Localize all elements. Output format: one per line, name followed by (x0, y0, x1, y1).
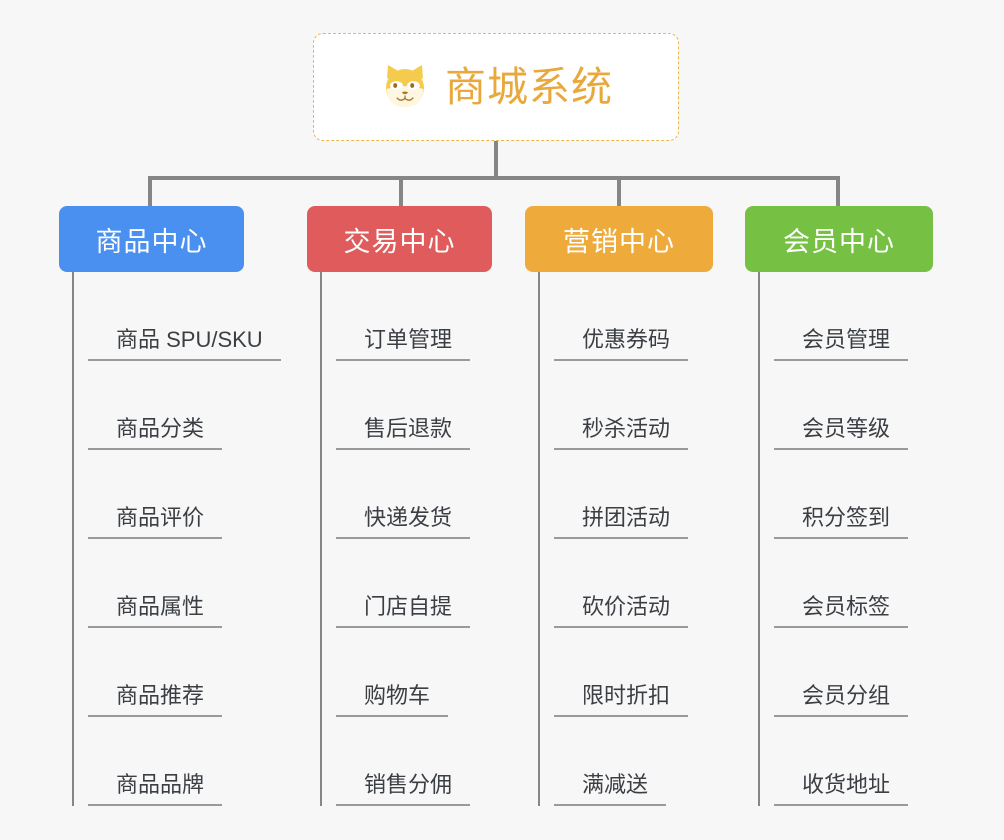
leaf-list-4: 会员管理 会员等级 积分签到 会员标签 会员分组 收货地址 (758, 272, 988, 806)
list-item[interactable]: 满减送 (554, 717, 768, 806)
connector-drop-3 (617, 176, 621, 207)
leaf-label: 优惠券码 (554, 327, 689, 361)
shiba-dog-icon (379, 61, 431, 113)
list-item[interactable]: 商品 SPU/SKU (88, 272, 302, 361)
branch-header-4[interactable]: 会员中心 (745, 206, 933, 272)
leaf-label: 砍价活动 (554, 594, 689, 628)
leaf-list-1: 商品 SPU/SKU 商品分类 商品评价 商品属性 商品推荐 商品品牌 (72, 272, 302, 806)
list-item[interactable]: 销售分佣 (336, 717, 550, 806)
connector-root-stem (494, 141, 498, 178)
list-item[interactable]: 商品评价 (88, 450, 302, 539)
list-item[interactable]: 商品推荐 (88, 628, 302, 717)
list-item[interactable]: 订单管理 (336, 272, 550, 361)
branch-column-3: 营销中心 优惠券码 秒杀活动 拼团活动 砍价活动 限时折扣 满减送 (525, 206, 768, 806)
leaf-label: 会员管理 (774, 327, 909, 361)
leaf-label: 会员等级 (774, 416, 909, 450)
leaf-label: 售后退款 (336, 416, 471, 450)
leaf-label: 商品分类 (88, 416, 223, 450)
leaf-label: 积分签到 (774, 505, 909, 539)
list-item[interactable]: 商品品牌 (88, 717, 302, 806)
leaf-label: 商品推荐 (88, 683, 223, 717)
list-item[interactable]: 优惠券码 (554, 272, 768, 361)
connector-drop-2 (399, 176, 403, 207)
list-item[interactable]: 会员分组 (774, 628, 988, 717)
leaf-list-3: 优惠券码 秒杀活动 拼团活动 砍价活动 限时折扣 满减送 (538, 272, 768, 806)
list-item[interactable]: 秒杀活动 (554, 361, 768, 450)
branch-column-2: 交易中心 订单管理 售后退款 快递发货 门店自提 购物车 销售分佣 (307, 206, 550, 806)
connector-drop-1 (148, 176, 152, 207)
list-item[interactable]: 会员标签 (774, 539, 988, 628)
list-item[interactable]: 商品属性 (88, 539, 302, 628)
list-item[interactable]: 会员等级 (774, 361, 988, 450)
list-item[interactable]: 砍价活动 (554, 539, 768, 628)
list-item[interactable]: 购物车 (336, 628, 550, 717)
leaf-label: 销售分佣 (336, 772, 471, 806)
leaf-label: 门店自提 (336, 594, 471, 628)
leaf-label: 会员分组 (774, 683, 909, 717)
list-item[interactable]: 限时折扣 (554, 628, 768, 717)
list-item[interactable]: 会员管理 (774, 272, 988, 361)
leaf-label: 拼团活动 (554, 505, 689, 539)
leaf-label: 商品品牌 (88, 772, 223, 806)
root-title: 商城系统 (445, 63, 613, 110)
leaf-label: 商品属性 (88, 594, 223, 628)
connector-horizontal-bar (148, 176, 838, 180)
leaf-label: 满减送 (554, 772, 667, 806)
leaf-label: 商品 SPU/SKU (88, 327, 281, 361)
leaf-label: 收货地址 (774, 772, 909, 806)
list-item[interactable]: 门店自提 (336, 539, 550, 628)
leaf-label: 会员标签 (774, 594, 909, 628)
branch-column-1: 商品中心 商品 SPU/SKU 商品分类 商品评价 商品属性 商品推荐 商品品牌 (59, 206, 302, 806)
branch-header-3[interactable]: 营销中心 (525, 206, 713, 272)
list-item[interactable]: 快递发货 (336, 450, 550, 539)
leaf-label: 限时折扣 (554, 683, 689, 717)
leaf-list-2: 订单管理 售后退款 快递发货 门店自提 购物车 销售分佣 (320, 272, 550, 806)
branch-column-4: 会员中心 会员管理 会员等级 积分签到 会员标签 会员分组 收货地址 (745, 206, 988, 806)
list-item[interactable]: 商品分类 (88, 361, 302, 450)
list-item[interactable]: 售后退款 (336, 361, 550, 450)
leaf-label: 商品评价 (88, 505, 223, 539)
connector-drop-4 (836, 176, 840, 207)
leaf-label: 购物车 (336, 683, 449, 717)
leaf-label: 订单管理 (336, 327, 471, 361)
root-node[interactable]: 商城系统 (313, 33, 679, 141)
leaf-label: 秒杀活动 (554, 416, 689, 450)
list-item[interactable]: 收货地址 (774, 717, 988, 806)
list-item[interactable]: 积分签到 (774, 450, 988, 539)
branch-header-1[interactable]: 商品中心 (59, 206, 244, 272)
list-item[interactable]: 拼团活动 (554, 450, 768, 539)
leaf-label: 快递发货 (336, 505, 471, 539)
branch-header-2[interactable]: 交易中心 (307, 206, 492, 272)
